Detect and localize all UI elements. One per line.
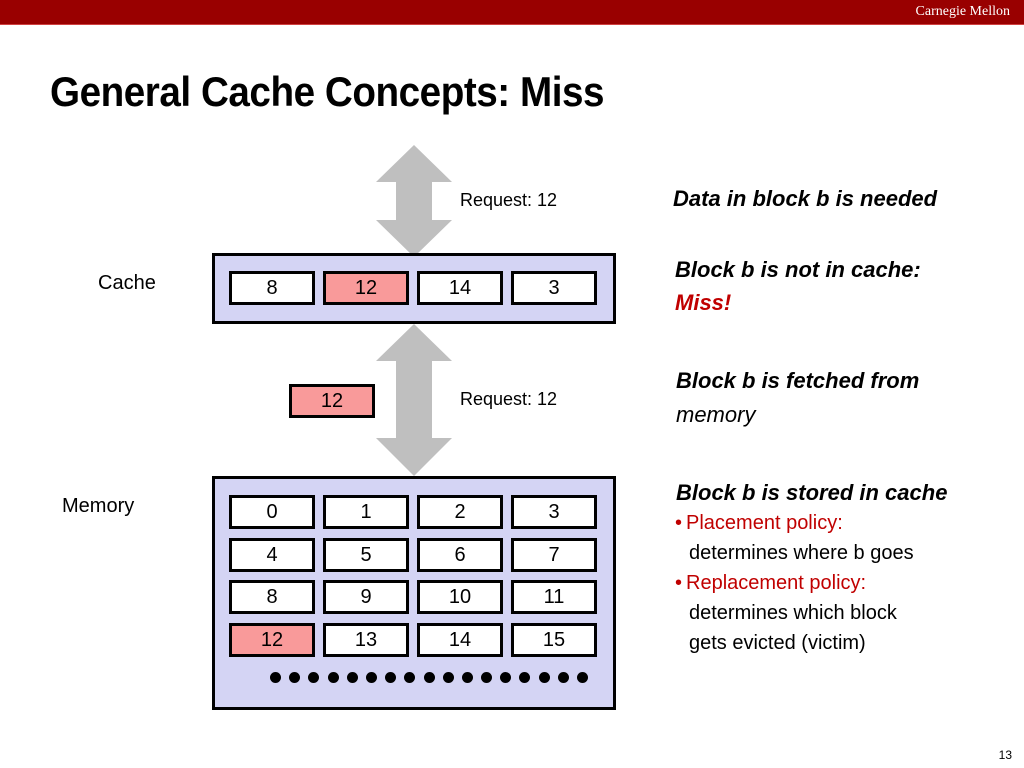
- ellipsis-dot: [481, 672, 493, 683]
- memory-block: 8: [229, 580, 315, 614]
- request-label-bottom: Request: 12: [460, 389, 558, 409]
- replacement-policy-term: Replacement policy:: [686, 572, 867, 594]
- ellipsis-dot: [270, 672, 281, 683]
- memory-block: 3: [511, 495, 597, 529]
- memory-block: 14: [417, 623, 503, 657]
- memory-block: 13: [323, 623, 409, 657]
- ellipsis-dot: [327, 672, 339, 683]
- ellipsis-dot: [385, 672, 397, 683]
- ellipsis-dot: [461, 672, 473, 683]
- ellipsis-dot: [365, 672, 377, 683]
- ellipsis-dot: [289, 672, 301, 683]
- transfer-block: 12: [289, 384, 375, 418]
- placement-policy-desc: determines where b goes: [689, 542, 914, 564]
- step-fetched: Block b is fetched from: [676, 368, 920, 393]
- memory-block: 5: [323, 538, 409, 572]
- replacement-policy-desc-1: determines which block: [689, 602, 897, 624]
- memory-block: 4: [229, 538, 315, 572]
- slide-title: General Cache Concepts: Miss: [50, 68, 605, 115]
- cache-block: 14: [417, 271, 503, 305]
- cache-block: 8: [229, 271, 315, 305]
- page-number: 13: [998, 748, 1012, 762]
- ellipsis-dot: [308, 672, 320, 683]
- bullet-replacement: •Replacement policy:: [675, 572, 866, 595]
- replacement-policy-desc-2: gets evicted (victim): [689, 632, 866, 654]
- request-label-top: Request: 12: [460, 190, 558, 210]
- double-arrow-icon: [376, 145, 452, 257]
- step-data-needed: Data in block b is needed: [673, 186, 938, 211]
- ellipsis-dot: [557, 672, 569, 683]
- ellipsis-dot: [423, 672, 435, 683]
- header-bar: Carnegie Mellon: [0, 0, 1024, 25]
- cache-block: 12: [323, 271, 409, 305]
- cache-label: Cache: [98, 272, 156, 294]
- bullet-placement: •Placement policy:: [675, 512, 843, 535]
- ellipsis-dot: [404, 672, 416, 683]
- memory-block: 9: [323, 580, 409, 614]
- placement-policy-term: Placement policy:: [686, 512, 843, 534]
- step-stored: Block b is stored in cache: [676, 480, 948, 505]
- ellipsis-dot: [442, 672, 454, 683]
- memory-block: 0: [229, 495, 315, 529]
- cache-block: 3: [511, 271, 597, 305]
- ellipsis-dot: [538, 672, 550, 683]
- ellipsis-dot: [577, 672, 588, 683]
- memory-block: 6: [417, 538, 503, 572]
- ellipsis-dots: [270, 672, 588, 683]
- memory-label: Memory: [62, 495, 135, 517]
- memory-block: 15: [511, 623, 597, 657]
- ellipsis-dot: [346, 672, 358, 683]
- bullet-icon: •: [675, 512, 683, 534]
- memory-block: 1: [323, 495, 409, 529]
- memory-block: 10: [417, 580, 503, 614]
- memory-block: 7: [511, 538, 597, 572]
- ellipsis-dot: [519, 672, 531, 683]
- miss-label: Miss!: [675, 290, 732, 315]
- memory-block: 12: [229, 623, 315, 657]
- step-fetched-memory: memory: [676, 402, 756, 427]
- double-arrow-icon: [376, 324, 452, 476]
- step-not-in-cache: Block b is not in cache:: [675, 257, 921, 282]
- org-name: Carnegie Mellon: [915, 4, 1010, 19]
- ellipsis-dot: [500, 672, 512, 683]
- memory-block: 2: [417, 495, 503, 529]
- bullet-icon: •: [675, 572, 683, 594]
- memory-block: 11: [511, 580, 597, 614]
